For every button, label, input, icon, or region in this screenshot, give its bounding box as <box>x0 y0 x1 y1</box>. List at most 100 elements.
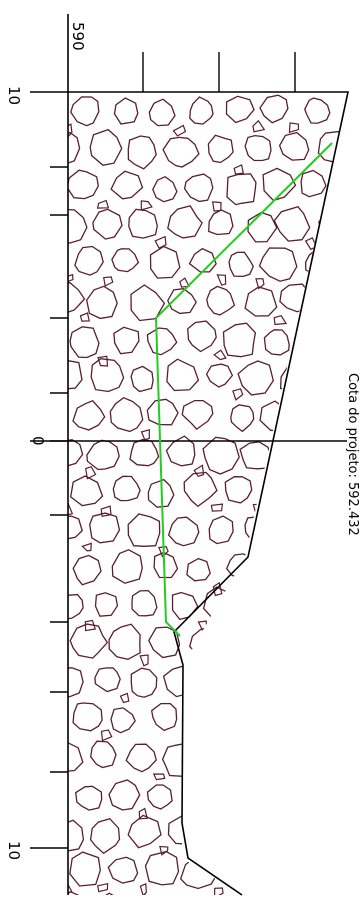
rock-stone <box>205 363 234 388</box>
rock-chip <box>307 850 319 859</box>
offset-right-label: 10 <box>5 841 23 860</box>
rock-stone <box>244 286 278 317</box>
rock-stone <box>86 285 118 320</box>
rock-stone <box>167 288 197 315</box>
rock-stone <box>183 471 218 508</box>
rock-stone <box>273 205 311 242</box>
rock-chip <box>288 122 300 134</box>
rock-chip <box>172 124 187 137</box>
rock-chip <box>328 733 342 744</box>
rock-stone <box>298 320 336 356</box>
rock-stone <box>277 587 311 621</box>
rock-stone <box>259 94 289 124</box>
rock-stone <box>258 626 299 661</box>
rock-stone <box>33 551 64 579</box>
rock-fill-hatch <box>32 94 348 895</box>
rock-stone <box>89 817 121 855</box>
rock-stone <box>337 320 348 352</box>
rock-chip <box>210 503 224 512</box>
rock-stone <box>245 817 273 846</box>
rock-stone <box>278 821 308 850</box>
rock-stone <box>152 175 178 203</box>
rock-stone <box>222 322 257 358</box>
rock-stone <box>239 890 275 895</box>
rock-stone <box>167 516 200 547</box>
rock-chip <box>254 578 264 591</box>
rock-chip <box>102 276 114 287</box>
rock-stone <box>75 785 103 811</box>
design-profile <box>154 142 333 637</box>
rock-stone <box>299 778 336 813</box>
rock-stone <box>321 744 348 772</box>
rock-chip <box>179 277 190 288</box>
rock-stone <box>39 175 61 198</box>
rock-stone <box>69 623 109 659</box>
rock-stone <box>303 554 331 586</box>
rock-stone <box>225 95 255 124</box>
rock-stone <box>262 777 294 812</box>
rock-stone <box>318 212 344 237</box>
rock-stone <box>107 856 139 884</box>
rock-stone <box>32 853 64 887</box>
rock-stone <box>244 134 272 162</box>
rock-stone <box>230 404 255 433</box>
rock-stone <box>208 515 234 545</box>
rock-stone <box>260 701 294 737</box>
rock-stone <box>94 667 121 693</box>
rock-stone <box>259 400 291 433</box>
rock-stone <box>259 852 291 888</box>
rock-stone <box>92 208 123 240</box>
rock-stone <box>148 98 176 127</box>
rock-stone <box>147 478 175 508</box>
rock-stone <box>319 668 348 700</box>
rock-stone <box>202 665 235 701</box>
rock-chip <box>250 882 261 894</box>
rock-stone <box>113 326 140 355</box>
rock-stone <box>127 513 161 547</box>
rock-stone <box>239 441 272 470</box>
rock-stone <box>265 551 292 578</box>
rock-chip <box>100 505 112 518</box>
rock-stone <box>68 515 83 540</box>
rock-stone <box>68 819 85 852</box>
rock-stone <box>72 702 103 732</box>
rock-stone <box>302 630 333 660</box>
rock-chip <box>195 847 207 858</box>
rock-stone <box>108 623 141 660</box>
rock-stone <box>35 245 64 275</box>
rock-chip <box>270 468 280 481</box>
rock-chip <box>293 577 304 589</box>
rock-stone <box>146 398 179 426</box>
offset-left-label: 10 <box>5 86 23 105</box>
rock-stone <box>188 247 217 273</box>
rock-chip <box>139 654 149 667</box>
rock-stone <box>319 594 348 623</box>
rock-stone <box>184 703 216 739</box>
rock-stone <box>187 320 217 353</box>
rock-stone <box>303 97 331 124</box>
rock-stone <box>68 891 86 895</box>
rock-stone <box>224 476 253 504</box>
rock-stone <box>69 851 101 887</box>
rock-stone <box>162 665 198 698</box>
rock-stone <box>226 173 257 206</box>
rock-stone <box>188 628 217 655</box>
offset-scale-ticks <box>30 91 68 849</box>
rock-chip <box>79 312 90 322</box>
rock-chip <box>347 239 348 249</box>
rock-stone <box>72 554 102 586</box>
rock-stone <box>146 784 173 810</box>
offset-center-label: 0 <box>29 436 47 446</box>
rock-chip <box>331 886 341 895</box>
rock-chip <box>138 807 148 820</box>
rock-chip <box>267 542 282 553</box>
rock-chip <box>194 694 203 705</box>
rock-stone <box>302 704 328 733</box>
rock-stone <box>278 131 310 161</box>
rock-stone <box>69 475 104 507</box>
rock-stone <box>262 476 290 508</box>
rock-stone <box>89 512 121 544</box>
rock-chip <box>214 733 225 746</box>
rock-chip <box>97 882 109 893</box>
